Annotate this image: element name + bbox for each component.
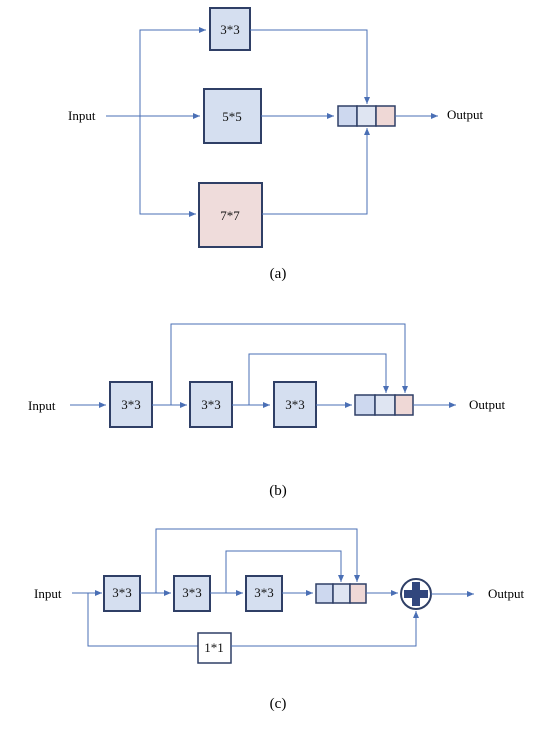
b-kernel-2-label: 3*3 [201,397,221,412]
c-concat-cell-3 [349,583,367,604]
a-bottom-to-concat-wire [262,128,370,215]
a-kernel-5x5-label: 5*5 [222,109,242,124]
b-skip-k2-wire [248,353,389,405]
c-kernel-3-label: 3*3 [254,585,274,600]
plus-circle-icon [400,578,432,610]
b-kernel-3-label: 3*3 [285,397,305,412]
c-kernel-2-label: 3*3 [182,585,202,600]
c-caption: (c) [270,696,287,712]
a-concat-cell-3 [375,105,396,127]
a-concat-cell-2 [356,105,377,127]
diagram-c: Input 3*3 3*3 3*3 Output 1*1 (c) [34,528,525,712]
b-caption: (b) [269,483,287,499]
c-kernel-3-box [245,575,283,612]
c-concat-cell-2 [332,583,351,604]
c-kernel-1-label: 3*3 [112,585,132,600]
c-skip-k2-wire [225,550,344,593]
c-shortcut-1x1-label: 1*1 [204,640,224,655]
a-kernel-3x3-box [209,7,251,51]
a-branch-bottom-wire [139,116,196,217]
c-shortcut-1x1-box [197,632,232,664]
a-input-label: Input [68,108,96,123]
b-input-label: Input [28,398,56,413]
c-concat-cell-1 [315,583,334,604]
diagram-b: Input 3*3 3*3 3*3 Output (b) [28,323,506,499]
a-kernel-7x7-box [198,182,263,248]
c-skip-k1-wire [155,528,360,593]
b-kernel-3-box [273,381,317,428]
c-shortcut-out-wire [231,611,419,647]
c-input-label: Input [34,586,62,601]
c-concat-block [315,583,367,604]
a-concat-cell-1 [337,105,358,127]
b-kernel-1-label: 3*3 [121,397,141,412]
c-shortcut-in-wire [87,593,198,647]
c-output-label: Output [488,586,525,601]
c-kernel-1-box [103,575,141,612]
a-kernel-5x5-box [203,88,262,144]
b-kernel-2-box [189,381,233,428]
b-concat-block [354,394,414,416]
b-kernel-1-box [109,381,153,428]
a-top-to-concat-wire [250,29,370,104]
a-output-label: Output [447,107,484,122]
b-concat-cell-3 [394,394,414,416]
b-concat-cell-2 [374,394,396,416]
a-kernel-7x7-label: 7*7 [220,208,240,223]
b-output-label: Output [469,397,506,412]
a-branch-top-wire [139,27,206,116]
b-concat-cell-1 [354,394,376,416]
b-skip-k1-wire [170,323,408,405]
diagram-a: Input 3*3 5*5 7*7 Output (a) [68,7,484,282]
a-caption: (a) [270,266,287,282]
a-kernel-3x3-label: 3*3 [220,22,240,37]
a-concat-block [337,105,396,127]
